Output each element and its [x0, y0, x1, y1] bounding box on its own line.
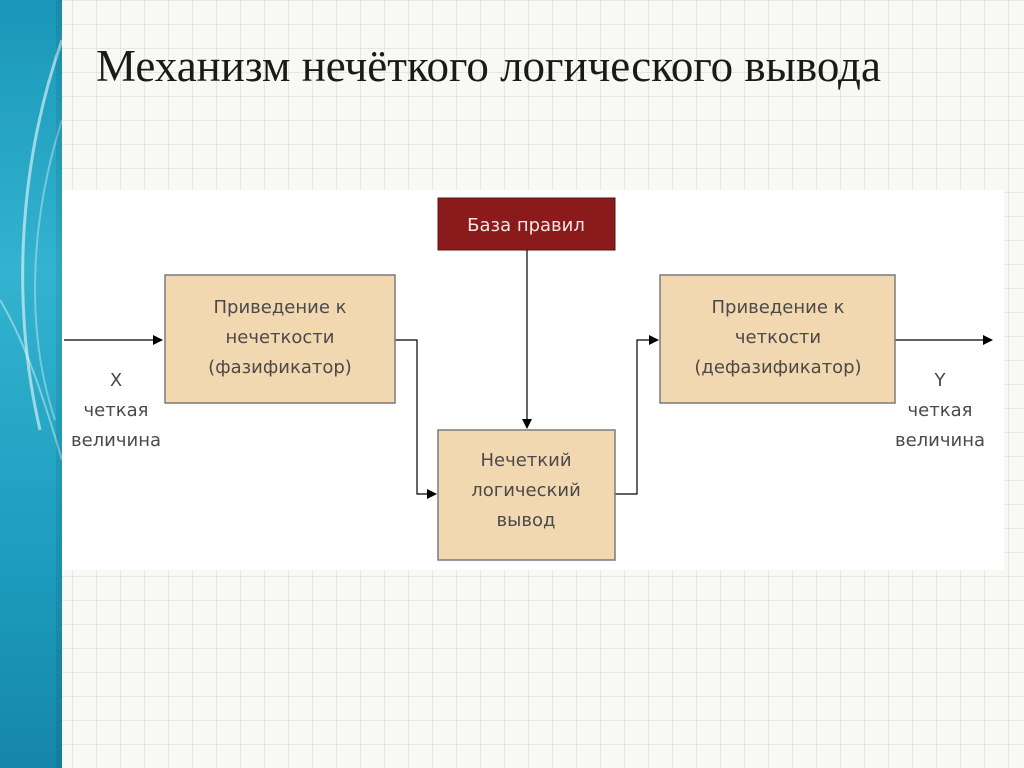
- fuzzifier-label-line-2: нечеткости: [225, 327, 334, 348]
- input-caption-line-2: величина: [71, 430, 161, 451]
- fuzzifier-label-line-1: Приведение к: [214, 297, 347, 318]
- inference-label-line-3: вывод: [497, 510, 556, 531]
- fuzzifier-label-line-3: (фазификатор): [208, 357, 352, 378]
- inference-node: Нечеткий логический вывод: [437, 429, 616, 561]
- defuzzifier-node: Приведение к четкости (дефазификатор): [659, 274, 896, 404]
- decorative-side-band: [0, 0, 62, 768]
- defuzzifier-label-line-3: (дефазификатор): [694, 357, 861, 378]
- inference-to-defuzzifier-arrow: [615, 335, 659, 495]
- output-caption-line-1: четкая: [908, 400, 973, 421]
- output-variable: Y: [934, 370, 947, 391]
- inference-label-line-1: Нечеткий: [480, 450, 571, 471]
- fuzzifier-to-inference-arrow: [395, 339, 437, 499]
- defuzzifier-label-line-1: Приведение к: [712, 297, 845, 318]
- rule-base-node: База правил: [437, 197, 616, 251]
- fuzzy-inference-diagram: База правил Приведение к нечеткости (фаз…: [62, 190, 1004, 570]
- inference-box: [437, 429, 616, 561]
- defuzzifier-label-line-2: четкости: [735, 327, 821, 348]
- fuzzifier-box: [164, 274, 396, 404]
- fuzzifier-node: Приведение к нечеткости (фазификатор): [164, 274, 396, 404]
- defuzzifier-box: [659, 274, 896, 404]
- inference-label-line-2: логический: [471, 480, 581, 501]
- rule-base-label: База правил: [467, 215, 585, 236]
- input-label: X четкая величина: [71, 370, 161, 451]
- input-variable: X: [110, 370, 122, 391]
- output-label: Y четкая величина: [895, 370, 985, 451]
- slide-title: Механизм нечёткого логического вывода: [96, 41, 881, 91]
- rule-base-box: [437, 197, 616, 251]
- output-caption-line-2: величина: [895, 430, 985, 451]
- input-caption-line-1: четкая: [84, 400, 149, 421]
- connectors: [64, 250, 993, 499]
